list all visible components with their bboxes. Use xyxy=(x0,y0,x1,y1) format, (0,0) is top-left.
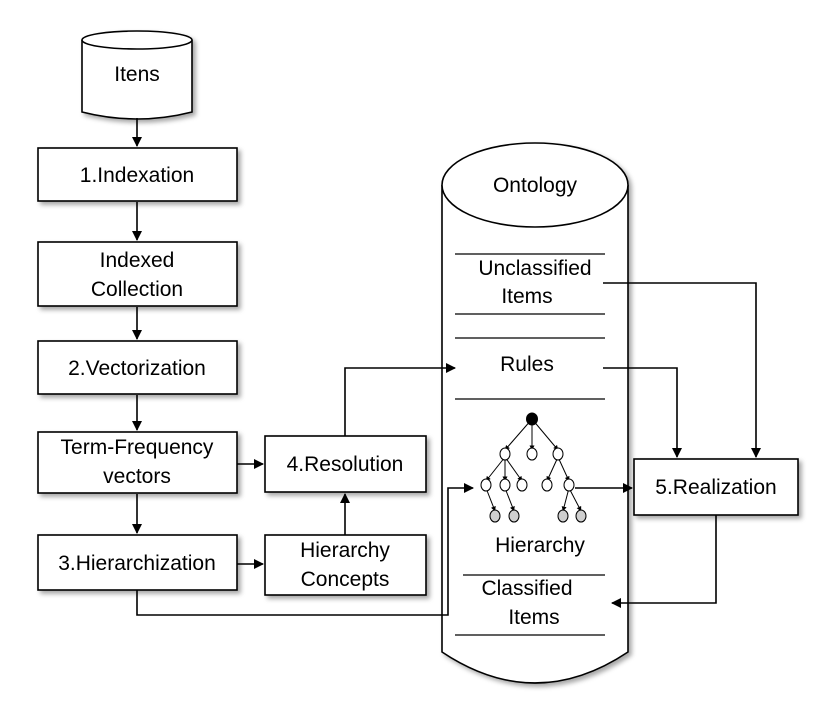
connector-arrows xyxy=(132,118,761,616)
vectorization-box xyxy=(37,340,238,395)
resolution-box xyxy=(264,435,427,493)
indexation-label: 1.Indexation xyxy=(80,164,194,187)
itens-database xyxy=(81,30,193,120)
indexed-collection-line1: Indexed xyxy=(100,249,175,272)
realization-box xyxy=(633,458,799,516)
ontology-database xyxy=(441,142,629,684)
hierarchy-tree-icon xyxy=(480,412,587,523)
hierarchization-box xyxy=(37,534,238,591)
term-frequency-line1: Term-Frequency xyxy=(61,436,214,459)
indexed-collection-box xyxy=(37,241,238,307)
hierarchy-concepts-box xyxy=(264,534,427,596)
indexation-box xyxy=(37,147,238,202)
ontology-title: Ontology xyxy=(493,174,578,197)
classified-items-line2: Items xyxy=(508,606,559,629)
term-frequency-line2: vectors xyxy=(103,465,171,488)
hierarchy-concepts-line2: Concepts xyxy=(301,568,390,591)
unclassified-items-line1: Unclassified xyxy=(478,257,591,280)
resolution-label: 4.Resolution xyxy=(287,453,404,476)
unclassified-items-line2: Items xyxy=(501,285,552,308)
hierarchy-concepts-line1: Hierarchy xyxy=(300,539,390,562)
hierarchization-label: 3.Hierarchization xyxy=(58,552,216,575)
indexed-collection-line2: Collection xyxy=(91,278,183,301)
vectorization-label: 2.Vectorization xyxy=(68,357,206,380)
itens-label: Itens xyxy=(114,63,160,86)
rules-label: Rules xyxy=(500,353,554,376)
hierarchy-label: Hierarchy xyxy=(495,534,585,557)
realization-label: 5.Realization xyxy=(655,476,776,499)
classified-items-line1: Classified xyxy=(481,577,572,600)
term-frequency-box xyxy=(37,431,238,494)
